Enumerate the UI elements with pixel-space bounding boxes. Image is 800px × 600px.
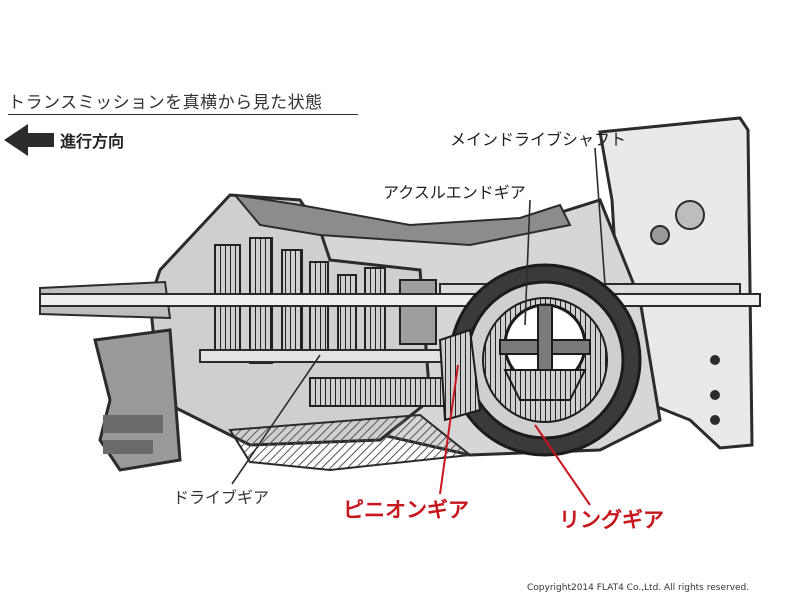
ring-gear-assembly [448, 263, 642, 457]
leader-axle-end-gear [524, 199, 531, 326]
title-underline [8, 114, 358, 115]
label-drive-gear: ドライブギア [173, 488, 270, 507]
leader-main-drive-shaft [594, 147, 606, 286]
label-axle-end-gear: アクスルエンドギア [383, 183, 526, 202]
leader-ring-gear [534, 424, 591, 506]
leader-lines [231, 147, 606, 506]
direction-label: 進行方向 [60, 132, 125, 151]
diagram-title: トランスミッションを真横から見た状態 [8, 93, 323, 113]
leader-pinion-gear [439, 364, 459, 495]
copyright-notice: Copyright2014 FLAT4 Co.,Ltd. All rights … [527, 583, 750, 593]
label-ring-gear: リングギア [559, 508, 664, 532]
leader-drive-gear [231, 354, 321, 485]
pinion-gear [438, 328, 482, 422]
label-main-drive-shaft: メインドライブシャフト [450, 130, 627, 149]
housing-bolts [650, 200, 720, 425]
arrow-left-icon [4, 124, 54, 156]
label-pinion-gear: ピニオンギア [343, 498, 469, 522]
